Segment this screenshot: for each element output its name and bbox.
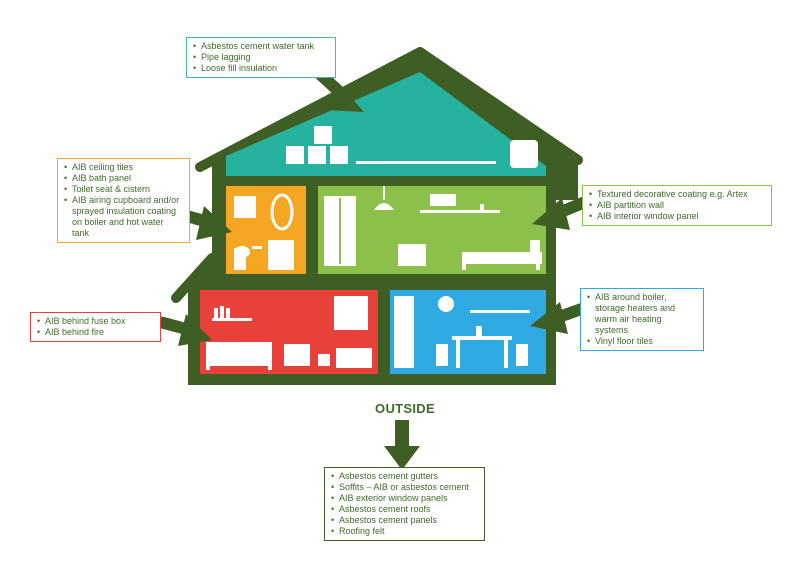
bathroom-fixtures-icon bbox=[234, 193, 294, 270]
outside-item: Soffits – AIB or asbestos cement bbox=[331, 482, 478, 493]
attic-item: Asbestos cement water tank bbox=[193, 41, 329, 52]
attic-item: Pipe lagging bbox=[193, 52, 329, 63]
outside-item: Asbestos cement panels bbox=[331, 515, 478, 526]
outside-item: AIB exterior window panels bbox=[331, 493, 478, 504]
bedroom-callout: Textured decorative coating e.g. Artex A… bbox=[582, 185, 772, 226]
outside-item: Asbestos cement gutters bbox=[331, 471, 478, 482]
bathroom-item: AIB ceiling tiles bbox=[64, 162, 183, 173]
living-room bbox=[200, 290, 378, 374]
kitchen-furniture-icon bbox=[394, 296, 530, 368]
bathroom-item: Toilet seat & cistern bbox=[64, 184, 183, 195]
outside-arrow bbox=[384, 420, 420, 470]
bedroom-furniture-icon bbox=[324, 186, 542, 270]
kitchen-item: Vinyl floor tiles bbox=[587, 336, 697, 347]
attic-arrow bbox=[315, 69, 364, 112]
attic-item: Loose fill insulation bbox=[193, 63, 329, 74]
outside-label: OUTSIDE bbox=[375, 401, 435, 416]
outside-callout: Asbestos cement gutters Soffits – AIB or… bbox=[324, 467, 485, 541]
bathroom-callout: AIB ceiling tiles AIB bath panel Toilet … bbox=[57, 158, 190, 243]
attic-room bbox=[226, 72, 546, 176]
water-tank-icon bbox=[510, 140, 538, 168]
living-room-arrow bbox=[158, 314, 212, 346]
living-room-item: AIB behind fire bbox=[37, 327, 154, 338]
outside-item: Roofing felt bbox=[331, 526, 478, 537]
bedroom-item: AIB interior window panel bbox=[589, 211, 765, 222]
kitchen-callout: AIB around boiler, storage heaters and w… bbox=[580, 288, 704, 351]
bathroom-item: AIB bath panel bbox=[64, 173, 183, 184]
kitchen-room bbox=[390, 290, 546, 374]
arrows bbox=[158, 69, 593, 470]
bedroom-item: Textured decorative coating e.g. Artex bbox=[589, 189, 765, 200]
living-room-furniture-icon bbox=[206, 296, 372, 370]
attic-boxes-icon bbox=[286, 126, 348, 164]
bathroom-room bbox=[226, 186, 306, 274]
attic-callout: Asbestos cement water tank Pipe lagging … bbox=[186, 37, 336, 78]
living-room-item: AIB behind fuse box bbox=[37, 316, 154, 327]
bedroom-item: AIB partition wall bbox=[589, 200, 765, 211]
living-room-callout: AIB behind fuse box AIB behind fire bbox=[30, 312, 161, 342]
outside-item: Asbestos cement roofs bbox=[331, 504, 478, 515]
bathroom-item: AIB airing cupboard and/or sprayed insul… bbox=[64, 195, 183, 239]
kitchen-item: AIB around boiler, storage heaters and w… bbox=[587, 292, 697, 336]
bedroom-room bbox=[318, 186, 546, 274]
